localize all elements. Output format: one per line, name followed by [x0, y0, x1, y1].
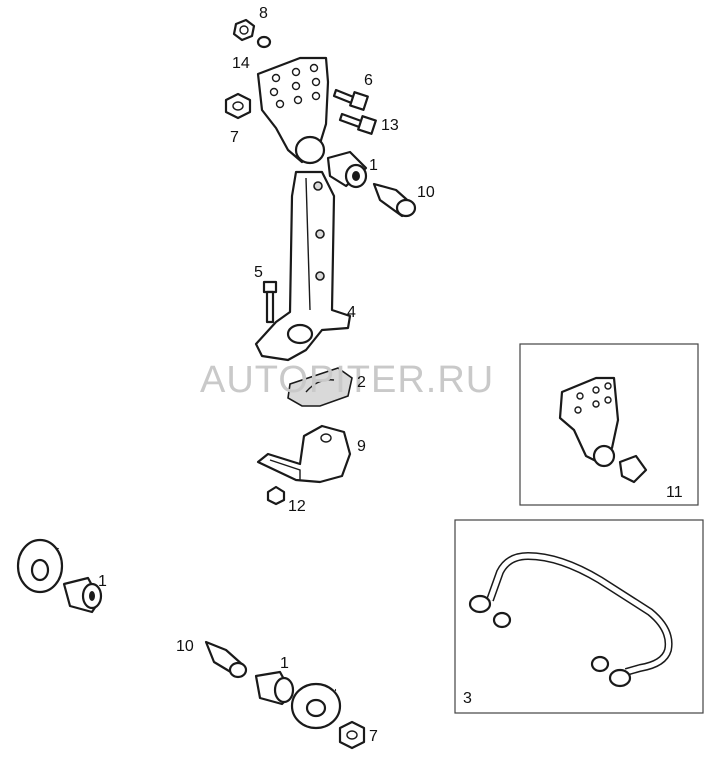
callout-5: 5 [254, 264, 263, 281]
bolt-5 [262, 280, 278, 324]
rubber-bushing-2 [287, 367, 353, 407]
bushing-1-top [326, 150, 368, 189]
inset-frame-11 [519, 343, 699, 506]
nut-7-bottom [338, 720, 366, 750]
bolt-13 [338, 112, 377, 135]
bar-eye-left [16, 538, 64, 594]
callout-10-bottom: 10 [176, 638, 194, 655]
pin-10-bottom [204, 640, 248, 679]
watermark: AUTOPITER.RU [200, 359, 494, 401]
callout-9: 9 [357, 438, 366, 455]
bushing-1-left [62, 576, 103, 614]
callout-10-top: 10 [417, 184, 435, 201]
callout-3: 3 [463, 690, 472, 707]
callout-6: 6 [364, 72, 373, 89]
bolt-6 [332, 88, 369, 111]
nut-7-top [224, 92, 252, 120]
callout-11: 11 [666, 484, 683, 501]
bar-eye-right [290, 682, 342, 730]
callout-7-top: 7 [230, 129, 239, 146]
callout-1-bottom: 1 [280, 655, 289, 672]
clamp-9 [256, 424, 352, 484]
pin-10-top [372, 182, 417, 218]
nut-12 [266, 485, 286, 506]
callout-1-left: 1 [98, 573, 107, 590]
inset-frame-3 [454, 519, 704, 714]
callout-4: 4 [347, 304, 356, 321]
upper-bracket [256, 56, 330, 165]
callout-7-bottom: 7 [369, 728, 378, 745]
inset-bracket-11 [558, 376, 648, 484]
small-nut-8 [232, 18, 272, 49]
callout-13: 13 [381, 117, 399, 134]
bushing-1-bottom [254, 670, 295, 706]
callout-14: 14 [232, 55, 250, 72]
callout-8: 8 [259, 5, 268, 22]
callout-12: 12 [288, 498, 306, 515]
inset-stabilizer-bar-3 [468, 551, 673, 688]
link-arm-4 [254, 170, 352, 362]
stabilizer-bar [53, 464, 419, 695]
callout-1-top: 1 [369, 157, 378, 174]
callout-2: 2 [357, 374, 366, 391]
